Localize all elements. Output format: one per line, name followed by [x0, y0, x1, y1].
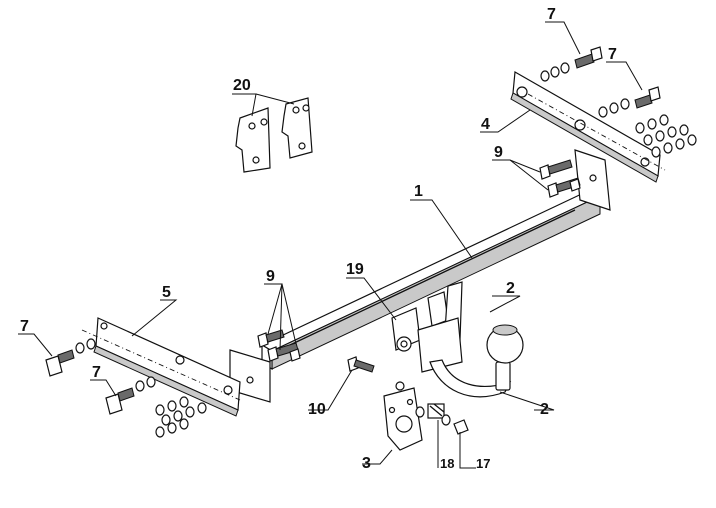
washer-stack-left [155, 396, 207, 438]
part-9-bolts-left [257, 329, 301, 362]
callout-17: 17 [476, 456, 490, 471]
part-7-bolt-left-upper [45, 338, 96, 377]
callout-7-top-right: 7 [608, 46, 617, 63]
callout-1: 1 [414, 183, 423, 200]
part-9-bolts-right [539, 159, 581, 198]
leader-lines [18, 21, 643, 469]
callout-7-left-lower: 7 [92, 364, 101, 381]
part-4-right-bracket [510, 71, 666, 183]
callout-7-top-left: 7 [547, 6, 556, 23]
part-7-bolt-left-lower [105, 376, 156, 415]
part-2-tow-ball [429, 324, 524, 398]
washer-stack-right [635, 114, 697, 158]
callout-9-left: 9 [266, 268, 275, 285]
part-17-nut [441, 414, 469, 435]
part-3-socket-plate [383, 387, 423, 451]
washer-small [395, 381, 405, 391]
part-19-mount-bracket [391, 281, 463, 373]
part-10-bolt [347, 356, 375, 373]
callout-3: 3 [362, 455, 371, 472]
callout-labels: 1 2 2 3 4 5 7 7 7 7 9 9 10 17 18 19 20 [20, 6, 617, 472]
part-7-bolt-top-left [540, 46, 603, 82]
part-5-left-bracket [81, 317, 241, 417]
part-7-bolt-top-right [598, 86, 661, 118]
callout-2-top: 2 [506, 280, 515, 297]
part-18-spring [415, 403, 445, 419]
callout-18: 18 [440, 456, 454, 471]
callout-19: 19 [346, 261, 364, 278]
part-1-cross-beam [229, 149, 611, 403]
callout-7-left-upper: 7 [20, 318, 29, 335]
callout-10: 10 [308, 401, 326, 418]
callout-20: 20 [233, 77, 251, 94]
callout-4: 4 [481, 116, 490, 133]
callout-2-bottom: 2 [540, 401, 549, 418]
callout-5: 5 [162, 284, 171, 301]
callout-9-right: 9 [494, 144, 503, 161]
part-20-plates [235, 97, 313, 173]
